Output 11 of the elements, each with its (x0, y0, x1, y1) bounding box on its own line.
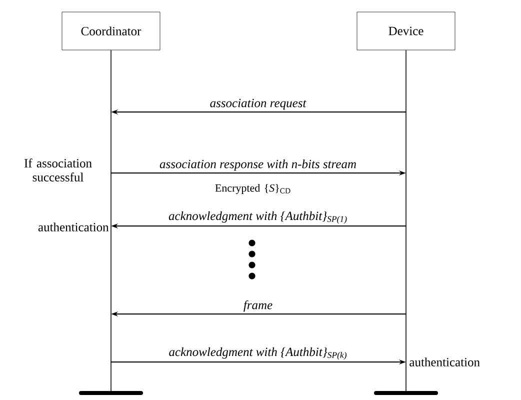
note-text: authentication (38, 222, 109, 232)
message-label: frame (244, 300, 272, 312)
message-label: acknowledgment with {Authbit}$_{SP(1)}$ (168, 211, 347, 224)
note-text: authentication (410, 358, 480, 366)
note-text: If association successful (24, 158, 92, 182)
message-label: acknowledgment with {Authbit}$_{SP(k)}$ (169, 347, 346, 360)
note-text: Encrypted {S}$_{CD}$ (215, 184, 290, 194)
message-label: association request (210, 98, 306, 110)
participant-box: Coordinator (62, 12, 160, 50)
message-label: association response with n-bits stream (160, 159, 356, 171)
participant-box: Device (356, 12, 456, 50)
